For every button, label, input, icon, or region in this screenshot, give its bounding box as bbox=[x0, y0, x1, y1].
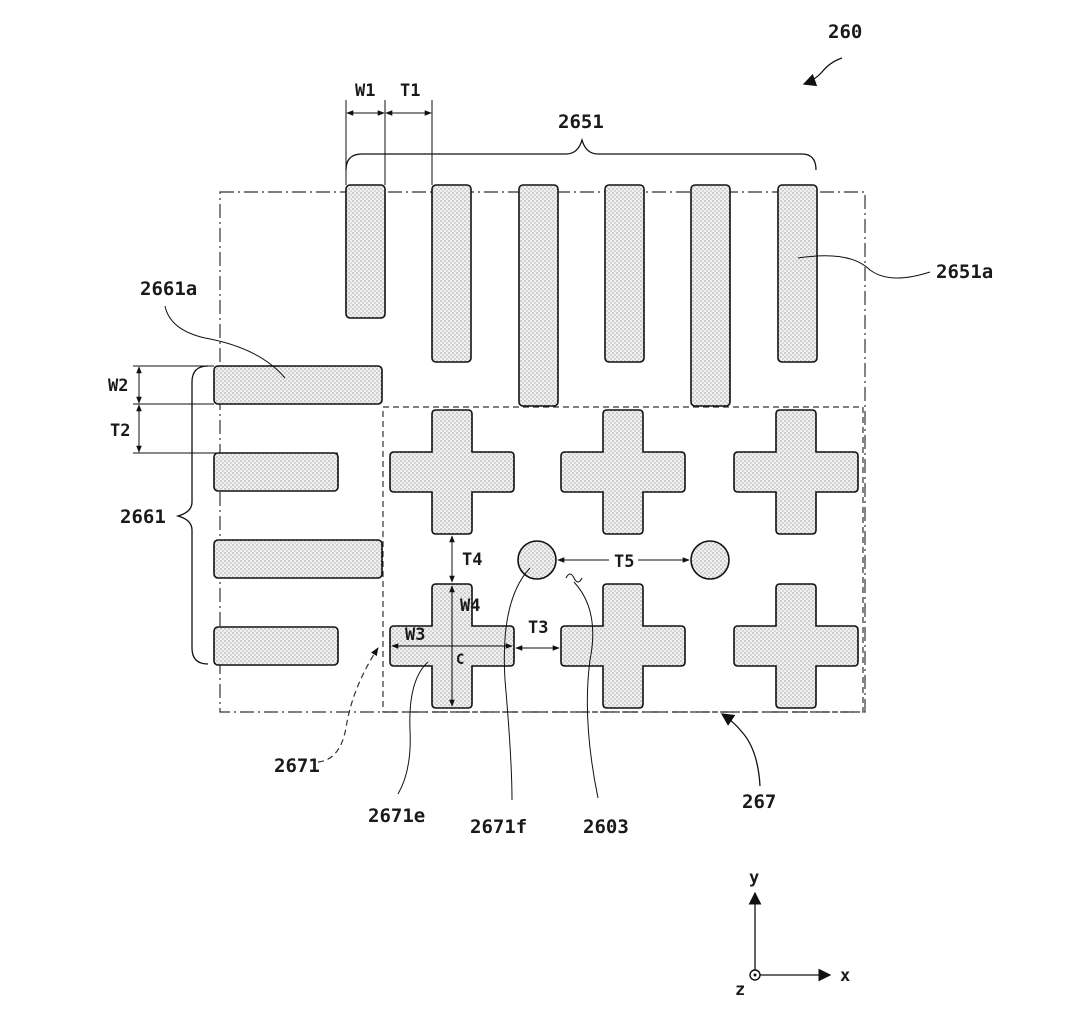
arrow-260 bbox=[802, 57, 843, 87]
label-267: 267 bbox=[742, 791, 776, 813]
cross bbox=[560, 583, 686, 709]
left-bar bbox=[213, 626, 339, 666]
leader-2671f bbox=[503, 567, 531, 801]
cross bbox=[733, 583, 859, 709]
label-w2: W2 bbox=[108, 376, 128, 396]
left-bar bbox=[213, 452, 339, 492]
left-bar bbox=[213, 365, 383, 405]
label-c: C bbox=[456, 652, 464, 668]
top-bar bbox=[690, 184, 731, 407]
leader-2651a bbox=[797, 255, 931, 279]
axis-indicator bbox=[748, 891, 832, 982]
label-2661: 2661 bbox=[120, 506, 166, 528]
label-w4: W4 bbox=[460, 596, 480, 616]
mark-2603 bbox=[565, 573, 583, 583]
leader-267 bbox=[720, 713, 761, 787]
label-t1: T1 bbox=[400, 81, 420, 101]
label-2651a: 2651a bbox=[936, 261, 993, 283]
top-bar bbox=[345, 184, 386, 319]
top-bar bbox=[777, 184, 818, 363]
dim-w2-t2 bbox=[133, 365, 338, 454]
leader-2671e bbox=[397, 661, 429, 795]
top-bar bbox=[431, 184, 472, 363]
label-w1: W1 bbox=[355, 81, 375, 101]
label-t5: T5 bbox=[614, 552, 634, 572]
top-bar bbox=[604, 184, 645, 363]
axis-label-z: z bbox=[735, 980, 745, 1000]
leader-2603 bbox=[573, 581, 599, 799]
label-2671e: 2671e bbox=[368, 805, 425, 827]
leader-2661a bbox=[164, 305, 286, 379]
label-2661a: 2661a bbox=[140, 278, 197, 300]
axis-label-y: y bbox=[749, 868, 759, 888]
label-t2: T2 bbox=[110, 421, 130, 441]
circle-pillar bbox=[690, 540, 730, 580]
label-2603: 2603 bbox=[583, 816, 629, 838]
circle-pillar bbox=[517, 540, 557, 580]
label-2651: 2651 bbox=[558, 111, 604, 133]
cross bbox=[560, 409, 686, 535]
axis-label-x: x bbox=[840, 966, 850, 986]
leader-2671 bbox=[317, 647, 379, 763]
top-bars bbox=[345, 184, 818, 407]
cross bbox=[389, 409, 515, 535]
left-bars bbox=[213, 365, 383, 666]
label-2671: 2671 bbox=[274, 755, 320, 777]
cross bbox=[733, 409, 859, 535]
dim-w1-t1 bbox=[345, 100, 433, 185]
label-260: 260 bbox=[828, 21, 862, 43]
brace-2661 bbox=[175, 365, 209, 665]
label-t3: T3 bbox=[528, 618, 548, 638]
label-2671f: 2671f bbox=[470, 816, 527, 838]
top-bar bbox=[518, 184, 559, 407]
region-267-boundary bbox=[382, 406, 864, 713]
label-t4: T4 bbox=[462, 550, 482, 570]
left-bar bbox=[213, 539, 383, 579]
brace-2651 bbox=[345, 137, 817, 171]
label-w3: W3 bbox=[405, 625, 425, 645]
